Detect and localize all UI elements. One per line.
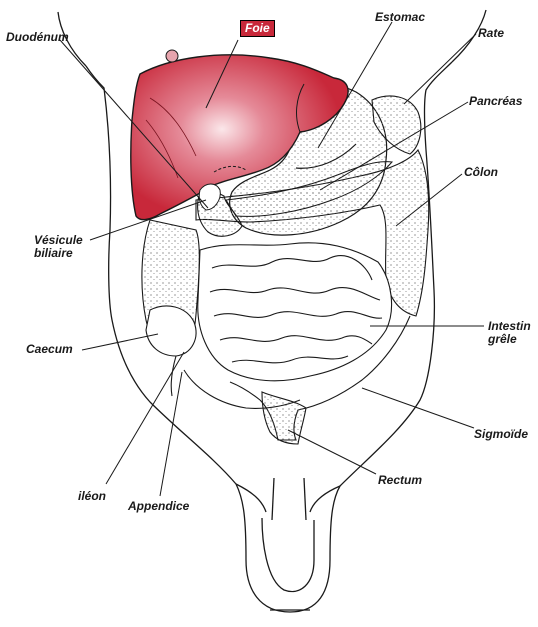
label-intestin-grele: Intestin grêle — [488, 320, 531, 346]
caecum-shape — [146, 306, 196, 396]
label-duodenum: Duodénum — [6, 31, 69, 44]
label-caecum: Caecum — [26, 343, 73, 356]
label-ileon: iléon — [78, 490, 106, 503]
label-foie: Foie — [240, 20, 275, 37]
leader-ileon — [106, 352, 184, 484]
label-colon: Côlon — [464, 166, 498, 179]
leader-rectum — [288, 430, 376, 474]
label-appendice: Appendice — [128, 500, 189, 513]
label-estomac: Estomac — [375, 11, 425, 24]
label-intestin-line2: grêle — [488, 333, 531, 346]
leader-caecum — [82, 334, 158, 350]
label-rectum: Rectum — [378, 474, 422, 487]
label-vesicule-biliaire: Vésicule biliaire — [34, 234, 83, 260]
label-vesicule-line2: biliaire — [34, 247, 83, 260]
label-sigmoide: Sigmoïde — [474, 428, 528, 441]
label-rate: Rate — [478, 27, 504, 40]
small-intestine-loops — [184, 243, 392, 409]
label-pancreas: Pancréas — [469, 95, 522, 108]
leader-rate — [404, 34, 476, 104]
leader-sigmoide — [362, 388, 474, 428]
